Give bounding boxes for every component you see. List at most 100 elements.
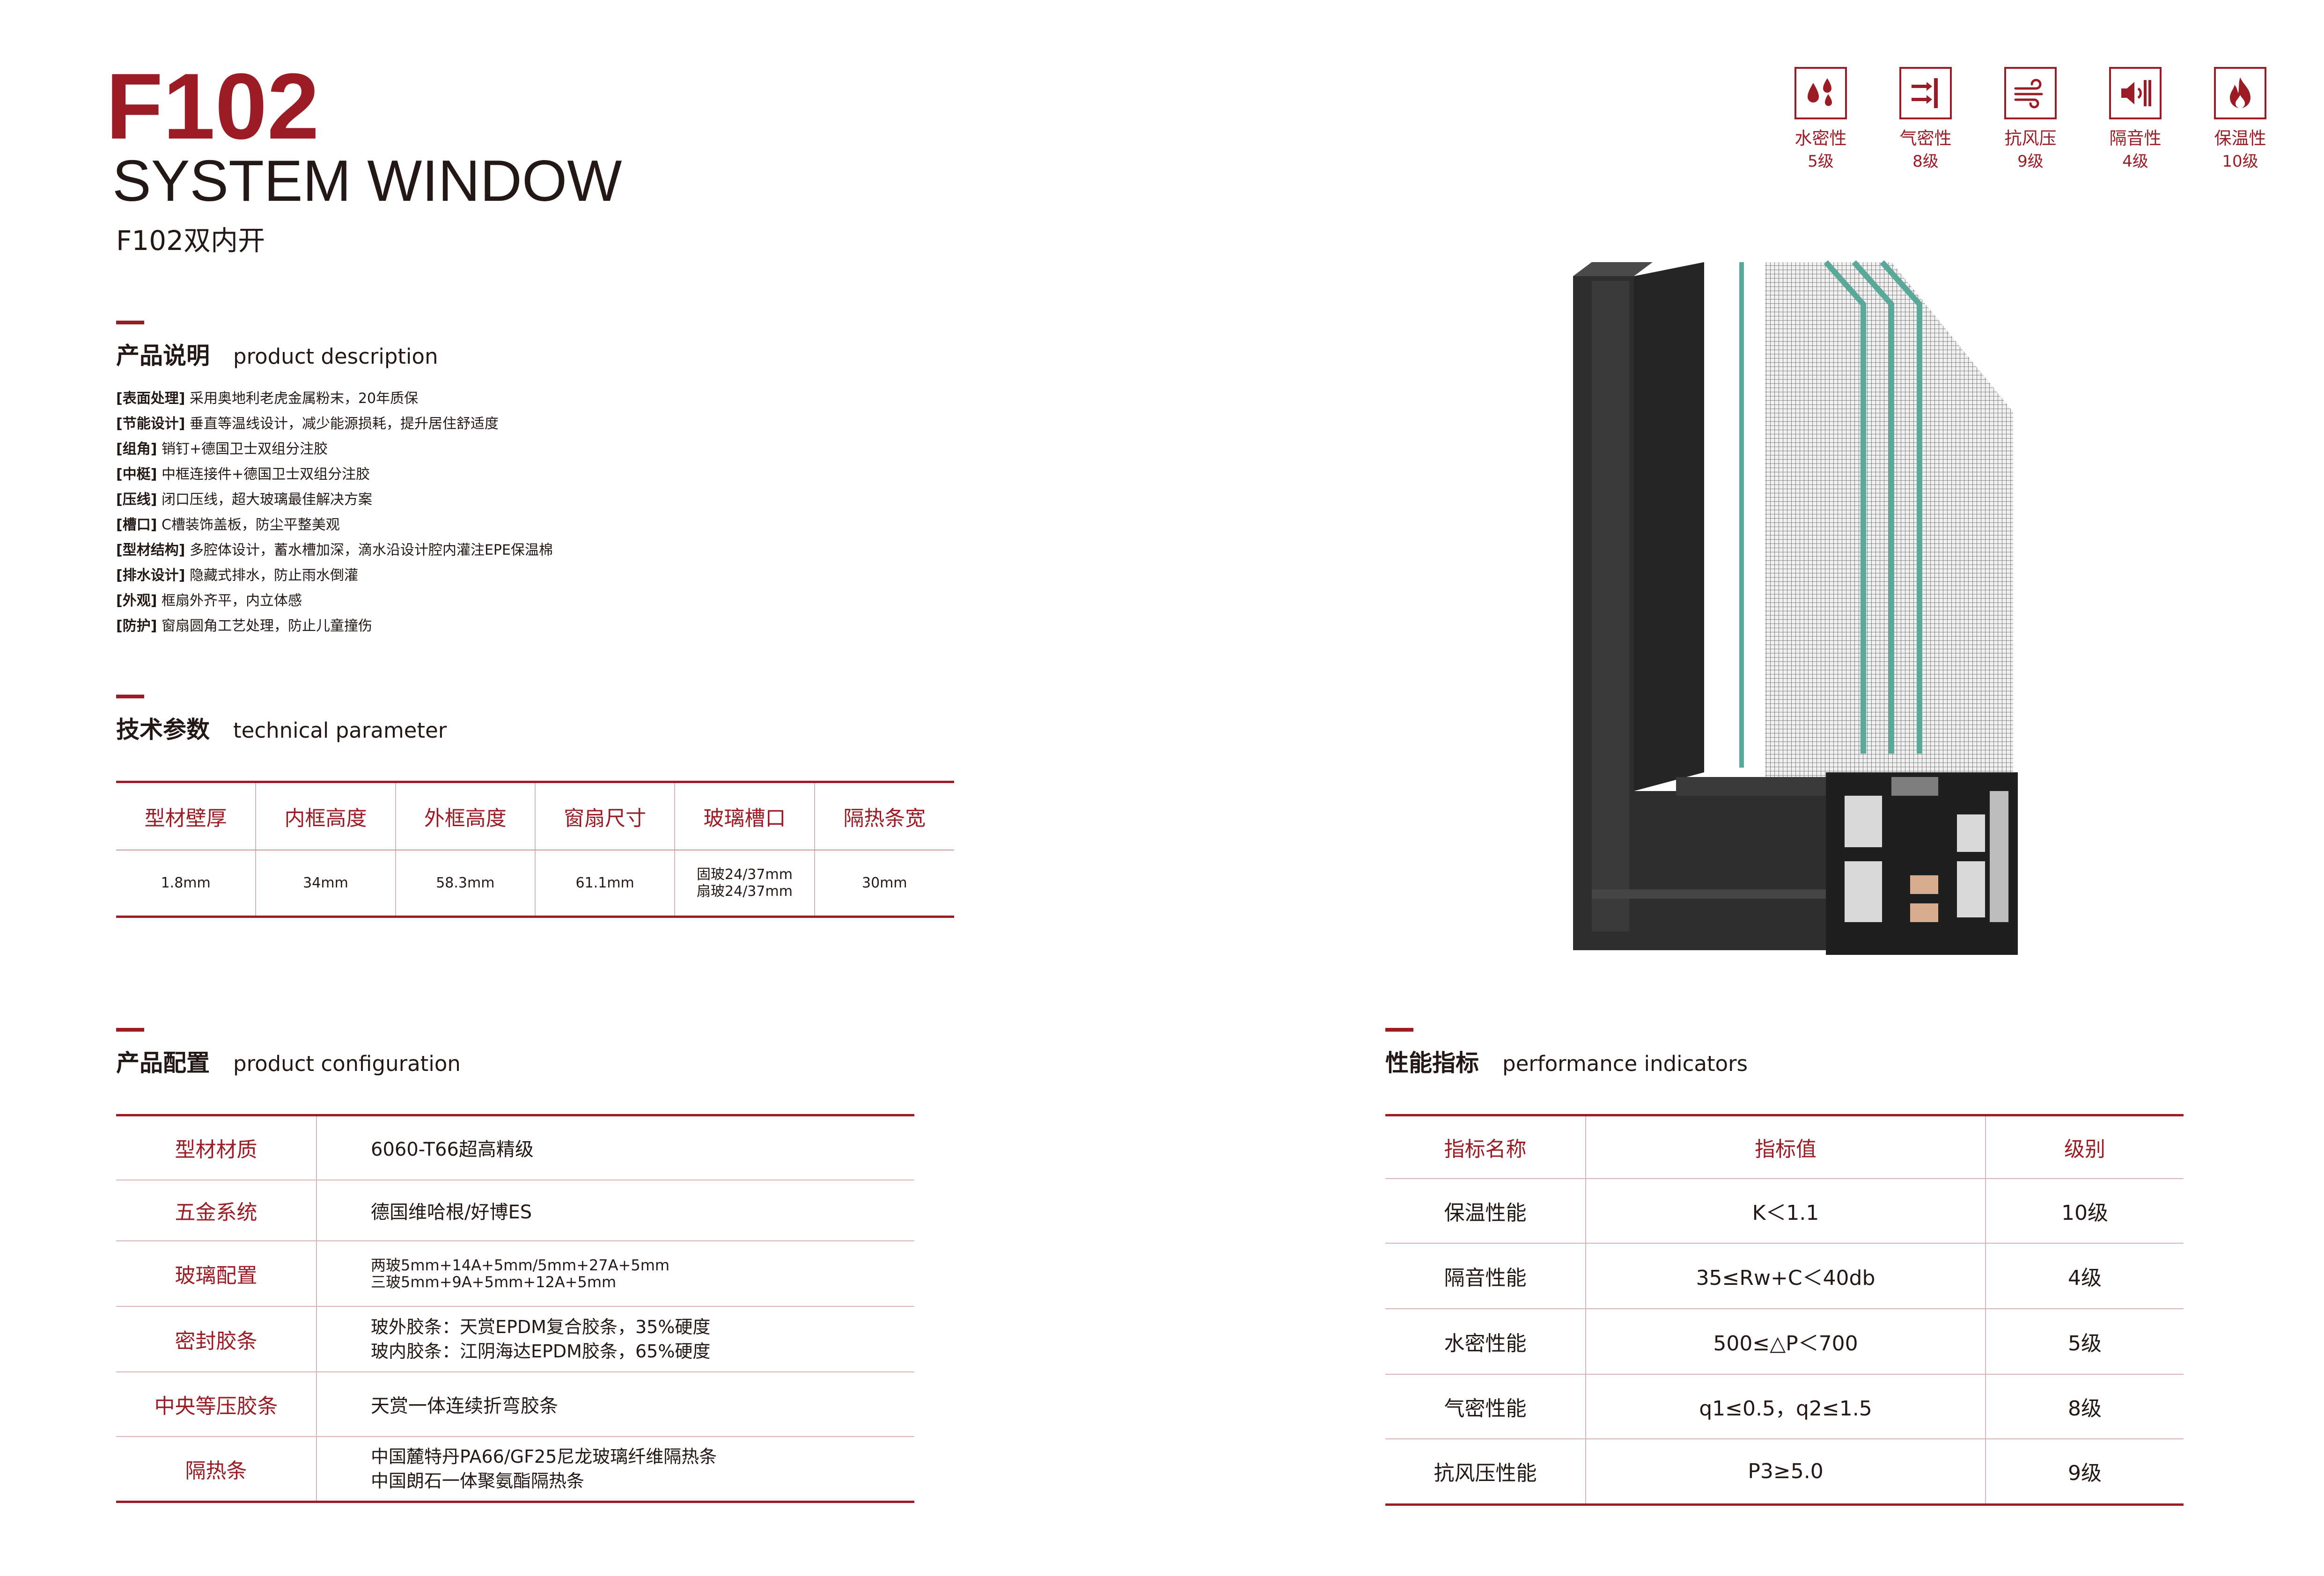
list-item: [表面处理] 采用奥地利老虎金属粉末，20年质保 [116,386,553,411]
item-text: 闭口压线，超大玻璃最佳解决方案 [161,491,372,508]
table-header: 隔热条宽 [814,782,954,850]
table-row: 型材材质 6060-T66超高精级 [116,1115,914,1180]
item-tag: [排水设计] [116,567,185,584]
item-text: 垂直等温线设计，减少能源损耗，提升居住舒适度 [189,416,499,432]
rating-water: 水密性 5级 [1793,67,1848,169]
performance-title: 性能指标 performance indicators [1385,1051,1748,1075]
config-line: 玻外胶条：天赏EPDM复合胶条，35%硬度 [371,1316,711,1337]
indicator-value: q1≤0.5，q2≤1.5 [1586,1374,1986,1439]
rating-icons: 水密性 5级 气密性 8级 抗风压 9级 [1793,67,2268,169]
config-key: 中央等压胶条 [116,1371,317,1437]
technical-title-cn: 技术参数 [116,716,210,743]
rating-label: 水密性 [1794,128,1847,148]
section-marker [116,321,144,324]
table-header: 内框高度 [255,782,396,850]
technical-table: 型材壁厚 内框高度 外框高度 窗扇尺寸 玻璃槽口 隔热条宽 1.8mm 34mm… [116,781,954,918]
config-line: 玻内胶条：江阴海达EPDM胶条，65%硬度 [371,1341,711,1362]
config-key: 密封胶条 [116,1306,317,1372]
indicator-name: 水密性能 [1385,1309,1586,1375]
item-tag: [槽口] [116,517,157,533]
flame-icon [2214,67,2266,119]
config-value: 德国维哈根/好博ES [316,1180,914,1241]
config-key: 玻璃配置 [116,1240,317,1307]
item-text: 框扇外齐平，内立体感 [161,593,302,609]
list-item: [型材结构] 多腔体设计，蓄水槽加深，滴水沿设计腔内灌注EPE保温棉 [116,538,553,563]
item-text: 隐藏式排水，防止雨水倒灌 [189,567,358,584]
rating-grade: 9级 [2017,152,2044,171]
indicator-grade: 5级 [1986,1309,2184,1375]
rating-label: 隔音性 [2109,128,2162,148]
description-title-en: product description [233,344,438,369]
item-tag: [中梃] [116,466,157,483]
item-text: 窗扇圆角工艺处理，防止儿童撞伤 [161,618,372,634]
table-header-row: 指标名称 指标值 级别 [1385,1115,2184,1179]
description-list: [表面处理] 采用奥地利老虎金属粉末，20年质保 [节能设计] 垂直等温线设计，… [116,386,553,639]
config-line: 三玻5mm+9A+5mm+12A+5mm [371,1273,617,1291]
performance-title-cn: 性能指标 [1385,1049,1479,1077]
rating-insulation: 保温性 10级 [2213,67,2268,169]
config-value: 玻外胶条：天赏EPDM复合胶条，35%硬度玻内胶条：江阴海达EPDM胶条，65%… [316,1306,914,1372]
config-key: 五金系统 [116,1180,317,1241]
rating-sound: 隔音性 4级 [2108,67,2163,169]
item-tag: [外观] [116,593,157,609]
item-tag: [型材结构] [116,542,185,558]
rating-grade: 10级 [2222,152,2258,171]
table-header: 外框高度 [395,782,535,850]
description-title-cn: 产品说明 [116,342,210,369]
config-key: 隔热条 [116,1436,317,1503]
item-text: 多腔体设计，蓄水槽加深，滴水沿设计腔内灌注EPE保温棉 [189,542,553,558]
config-line: 中国朗石一体聚氨酯隔热条 [371,1470,585,1491]
performance-table: 指标名称 指标值 级别 保温性能 K＜1.1 10级 隔音性能 35≤Rw+C＜… [1385,1114,2184,1506]
table-row: 隔热条 中国麓特丹PA66/GF25尼龙玻璃纤维隔热条中国朗石一体聚氨酯隔热条 [116,1436,914,1503]
table-header: 指标名称 [1385,1115,1586,1179]
item-text: 采用奥地利老虎金属粉末，20年质保 [189,390,419,407]
variant-name: F102双内开 [116,225,265,257]
config-value: 天赏一体连续折弯胶条 [316,1371,914,1437]
performance-title-en: performance indicators [1502,1051,1748,1076]
table-cell: 30mm [814,850,954,918]
section-marker [1385,1028,1413,1032]
indicator-name: 保温性能 [1385,1179,1586,1244]
table-header-row: 型材壁厚 内框高度 外框高度 窗扇尺寸 玻璃槽口 隔热条宽 [116,782,954,850]
indicator-name: 抗风压性能 [1385,1439,1586,1506]
table-row: 抗风压性能 P3≥5.0 9级 [1385,1439,2184,1506]
table-header: 指标值 [1586,1115,1986,1179]
configuration-title-cn: 产品配置 [116,1049,210,1077]
item-tag: [防护] [116,618,157,634]
item-text: C槽装饰盖板，防尘平整美观 [161,517,340,533]
item-text: 中框连接件+德国卫士双组分注胶 [161,466,370,483]
list-item: [节能设计] 垂直等温线设计，减少能源损耗，提升居住舒适度 [116,411,553,437]
list-item: [组角] 销钉+德国卫士双组分注胶 [116,437,553,462]
window-profile-image [1564,253,2027,1020]
indicator-value: 500≤△P＜700 [1586,1309,1986,1375]
list-item: [压线] 闭口压线，超大玻璃最佳解决方案 [116,487,553,513]
rating-label: 抗风压 [2004,128,2057,148]
table-cell: 58.3mm [395,850,535,918]
page-subtitle: SYSTEM WINDOW [112,149,622,213]
table-row: 保温性能 K＜1.1 10级 [1385,1179,2184,1244]
list-item: [外观] 框扇外齐平，内立体感 [116,588,553,614]
table-cell: 34mm [255,850,396,918]
glass-slot-line1: 固玻24/37mm [697,866,793,883]
description-title: 产品说明 product description [116,344,438,367]
configuration-title-en: product configuration [233,1051,461,1076]
table-cell: 1.8mm [116,850,256,918]
wind-icon [2004,67,2057,119]
model-title: F102 [106,54,319,159]
indicator-value: K＜1.1 [1586,1179,1986,1244]
air-arrows-icon [1899,67,1952,119]
table-header: 级别 [1986,1115,2184,1179]
config-value: 6060-T66超高精级 [316,1115,914,1180]
table-header: 窗扇尺寸 [534,782,675,850]
item-text: 销钉+德国卫士双组分注胶 [161,441,328,457]
indicator-grade: 8级 [1986,1374,2184,1439]
water-drop-icon [1794,67,1847,119]
table-row: 中央等压胶条 天赏一体连续折弯胶条 [116,1371,914,1437]
indicator-grade: 4级 [1986,1243,2184,1309]
rating-grade: 8级 [1912,152,1939,171]
table-header: 玻璃槽口 [674,782,815,850]
